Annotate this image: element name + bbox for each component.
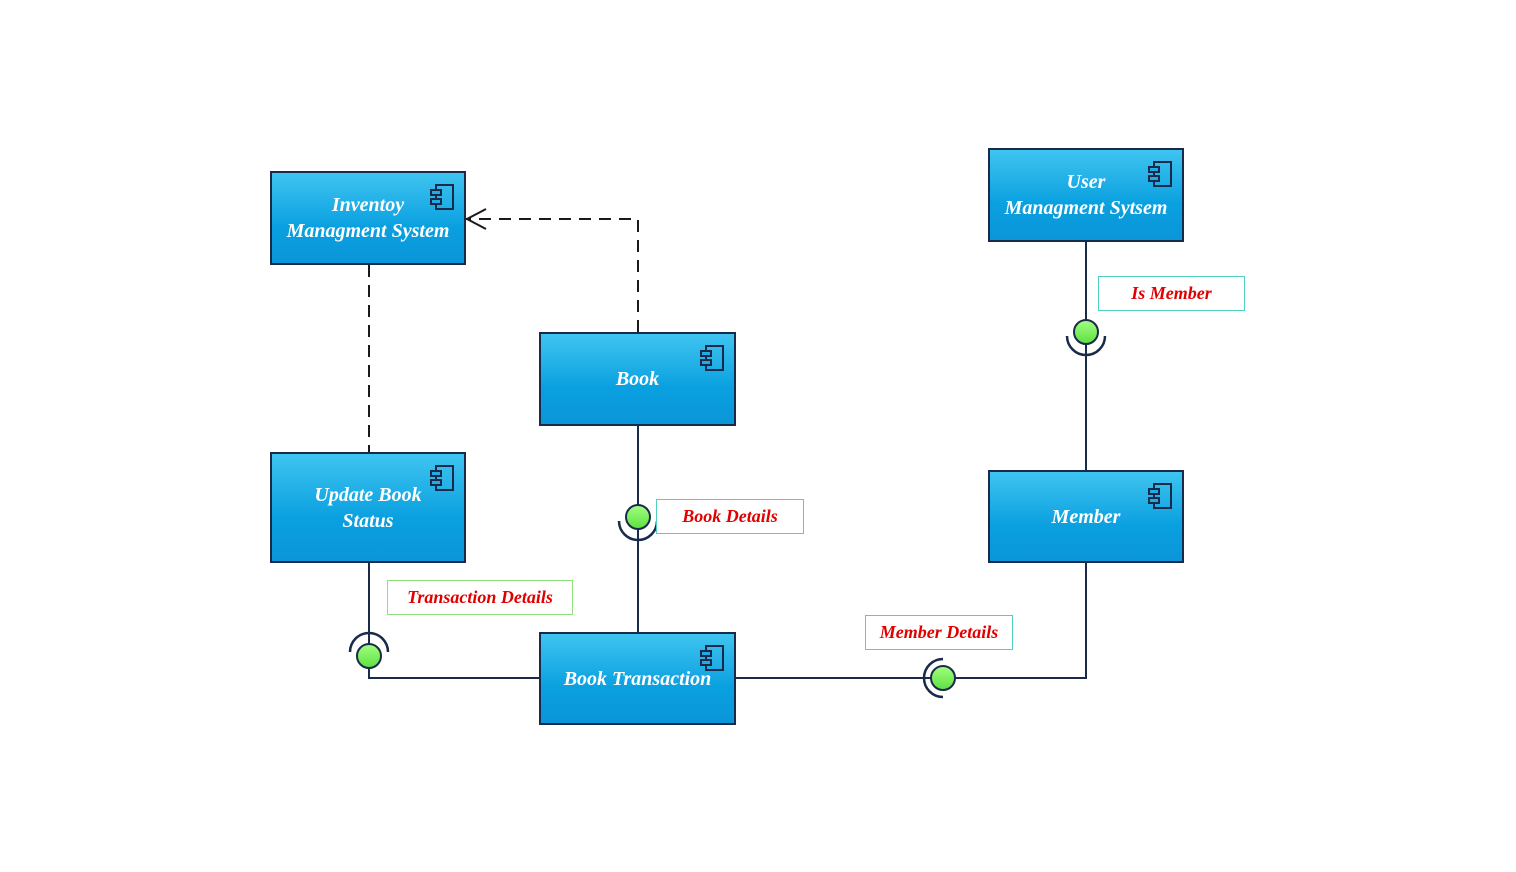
interface-label-transaction-details: Transaction Details	[387, 580, 573, 615]
ball-book-details	[625, 504, 651, 530]
component-update-book-status[interactable]: Update Book Status	[270, 452, 466, 563]
component-label: Member	[1051, 505, 1121, 528]
component-label: Update Book Status	[314, 483, 422, 532]
socket-is-member	[1065, 335, 1107, 357]
component-icon	[1148, 161, 1172, 187]
component-book-transaction[interactable]: Book Transaction	[539, 632, 736, 725]
component-member[interactable]: Member	[988, 470, 1184, 563]
component-user-management-system[interactable]: User Managment Sytsem	[988, 148, 1184, 242]
component-icon	[1148, 483, 1172, 509]
ball-transaction-details	[356, 643, 382, 669]
interface-label-member-details: Member Details	[865, 615, 1013, 650]
component-book[interactable]: Book	[539, 332, 736, 426]
interface-label-is-member: Is Member	[1098, 276, 1245, 311]
component-label: User Managment Sytsem	[1004, 171, 1168, 219]
component-inventory-management-system[interactable]: Inventoy Managment System	[270, 171, 466, 265]
dependency-arrowhead	[464, 208, 487, 230]
interface-label-book-details: Book Details	[656, 499, 804, 534]
connector-update-transaction	[368, 563, 540, 679]
socket-transaction-details	[348, 631, 390, 653]
component-label: Inventoy Managment System	[286, 194, 450, 242]
socket-member-details	[922, 657, 944, 699]
component-icon	[700, 645, 724, 671]
component-icon	[430, 184, 454, 210]
component-label: Book	[615, 368, 660, 390]
connector-transaction-member	[736, 563, 1087, 679]
ball-is-member	[1073, 319, 1099, 345]
component-icon	[430, 465, 454, 491]
ball-member-details	[930, 665, 956, 691]
dependency-book-to-inventory	[466, 218, 639, 332]
component-label: Book Transaction	[563, 667, 712, 690]
socket-book-details	[617, 520, 659, 542]
component-icon	[700, 345, 724, 371]
